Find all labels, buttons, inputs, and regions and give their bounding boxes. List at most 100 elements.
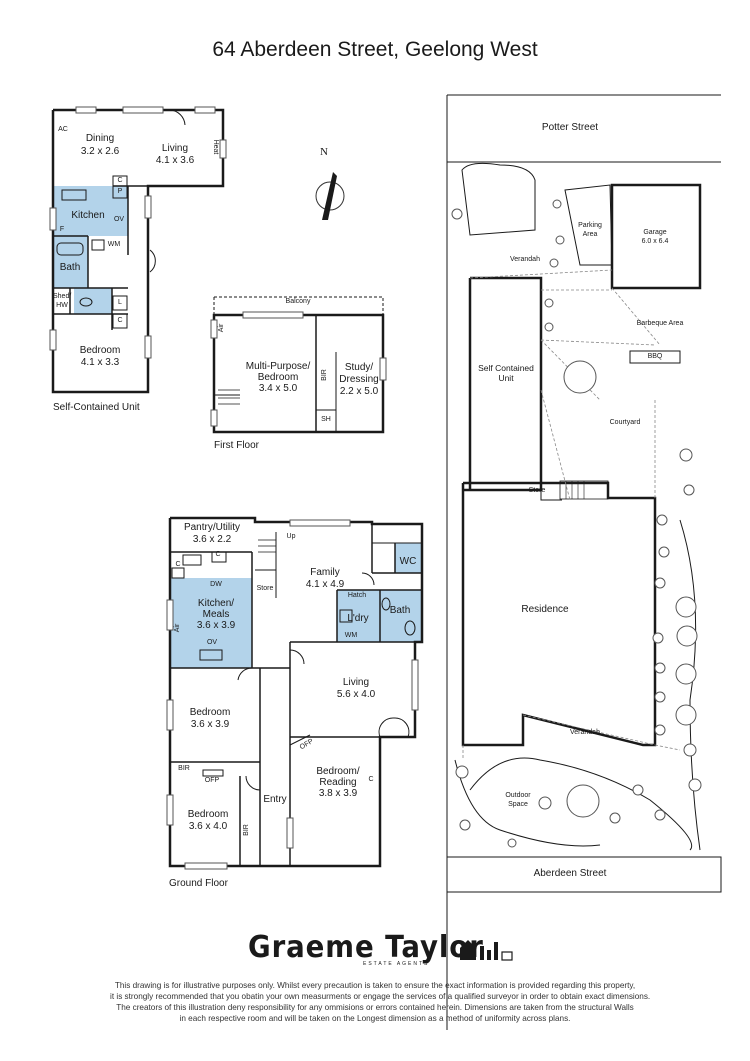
scu-p-label: P xyxy=(117,188,123,195)
self-contained-unit-plan xyxy=(51,108,225,394)
scu-living-size: 4.1 x 3.6 xyxy=(155,155,195,166)
gf-entry-label: Entry xyxy=(263,794,287,805)
gf-family-size: 4.1 x 4.9 xyxy=(305,579,345,590)
north-label: N xyxy=(320,146,328,158)
gf-living-label: Living xyxy=(342,677,370,688)
gf-family-label: Family xyxy=(310,567,340,578)
ff-shower-label: SH xyxy=(321,416,331,423)
ff-bir-label: BIR xyxy=(321,369,328,381)
scu-hw-label: HW xyxy=(56,302,68,309)
site-residence-label: Residence xyxy=(521,604,569,615)
site-plan xyxy=(446,94,722,1030)
site-garage-size: 6.0 x 6.4 xyxy=(641,238,669,245)
north-arrow-icon xyxy=(315,172,345,220)
wc-wet-area xyxy=(395,543,422,573)
disclaimer: This drawing is for illustrative purpose… xyxy=(110,980,651,1024)
gf-bedroom2-label: Bedroom xyxy=(187,809,229,820)
agency-logo-subtitle: ESTATE AGENTS xyxy=(363,961,430,967)
gf-bedroom1-size: 3.6 x 3.9 xyxy=(190,719,230,730)
scu-dining-label: Dining xyxy=(85,133,115,144)
gf-c1-label: C xyxy=(175,561,181,568)
ff-caption: First Floor xyxy=(214,440,259,451)
agency-logo-name: Graeme Taylor xyxy=(248,930,484,965)
gf-pantry-label: Pantry/Utility xyxy=(183,522,241,533)
scu-caption: Self-Contained Unit xyxy=(53,402,140,413)
gf-oven-label: OV xyxy=(206,639,218,646)
site-outdoor-label: Outdoor xyxy=(505,792,531,799)
scu-c2-label: C xyxy=(117,317,123,324)
site-courtyard-label: Courtyard xyxy=(609,419,641,426)
disclaimer-line: in each respective room and will be take… xyxy=(179,1014,571,1023)
site-barbeque-area-label: Barbeque Area xyxy=(636,320,684,327)
site-verandah2-label: Verandah xyxy=(570,729,600,736)
ff-study-label: Study/ xyxy=(344,362,374,373)
gf-caption: Ground Floor xyxy=(169,878,228,889)
disclaimer-line: The creators of this illustration deny r… xyxy=(116,1003,634,1012)
site-aberdeen-street-label: Aberdeen Street xyxy=(533,868,607,879)
gf-meals-label: Meals xyxy=(202,609,230,620)
gf-bedroom2-size: 3.6 x 4.0 xyxy=(188,821,228,832)
gf-bath-label: Bath xyxy=(389,605,411,616)
gf-pantry-size: 3.6 x 2.2 xyxy=(192,534,232,545)
gf-air-label: Air xyxy=(174,623,181,633)
gf-laundry-label: L'dry xyxy=(347,613,369,624)
scu-l-label: L xyxy=(118,299,122,306)
scu-dining-size: 3.2 x 2.6 xyxy=(80,146,120,157)
ff-dressing-label: Dressing xyxy=(339,374,379,385)
scu-living-label: Living xyxy=(161,143,189,154)
site-scu2-label: Unit xyxy=(498,373,514,383)
scu-kitchen-label: Kitchen xyxy=(71,210,105,221)
ff-study-size: 2.2 x 5.0 xyxy=(339,386,379,397)
site-parking-label: Parking xyxy=(578,222,602,229)
scu-wm-label: WM xyxy=(107,241,121,248)
scu-shed-label: Shed/ xyxy=(53,293,72,300)
gf-kitchen-size: 3.6 x 3.9 xyxy=(196,620,236,631)
gf-wm-label: WM xyxy=(344,632,358,639)
gf-c3-label: C xyxy=(368,776,374,783)
kitchen-meals-wet-area xyxy=(170,578,252,668)
gf-living-size: 5.6 x 4.0 xyxy=(336,689,376,700)
disclaimer-line: This drawing is for illustrative purpose… xyxy=(114,981,636,990)
gf-kitchen-label: Kitchen/ xyxy=(197,598,235,609)
ff-bedroom-label: Bedroom xyxy=(257,372,299,383)
site-garage-label: Garage xyxy=(643,229,667,236)
gf-store-label: Store xyxy=(256,585,274,592)
gf-c2-label: C xyxy=(215,551,221,558)
scu-c1-label: C xyxy=(117,177,123,184)
gf-reading1-label: Bedroom/ xyxy=(316,766,360,777)
site-scu1-label: Self Contained xyxy=(478,363,534,373)
scu-fridge-label: F xyxy=(59,226,65,233)
agency-logo: Graeme Taylor ESTATE AGENTS xyxy=(248,930,513,970)
scu-bath-label: Bath xyxy=(59,262,81,273)
site-space-label: Space xyxy=(508,801,528,808)
ff-multipurpose-label: Multi-Purpose/ xyxy=(245,361,311,372)
gf-hatch-label: Hatch xyxy=(347,592,367,599)
ground-floor-plan xyxy=(168,516,424,868)
ff-balcony-label: Balcony xyxy=(285,298,311,305)
site-trees xyxy=(451,199,702,848)
disclaimer-line: it is strongly recommended that you obat… xyxy=(110,992,651,1001)
ff-air-label: Air xyxy=(218,323,225,333)
site-verandah1-label: Verandah xyxy=(510,256,540,263)
property-address-title: 64 Aberdeen Street, Geelong West xyxy=(212,38,538,61)
gf-bir2-label: BIR xyxy=(243,824,250,836)
site-potter-street-label: Potter Street xyxy=(541,122,599,133)
gf-reading-size: 3.8 x 3.9 xyxy=(318,788,358,799)
gf-wc-label: WC xyxy=(399,556,417,567)
gf-dishwasher-label: DW xyxy=(210,581,222,588)
scu-kitchen-wet-area xyxy=(53,186,128,236)
site-dashed-lines xyxy=(462,269,681,760)
site-area-label: Area xyxy=(582,231,598,238)
gf-bedroom1-label: Bedroom xyxy=(189,707,231,718)
ff-multipurpose-size: 3.4 x 5.0 xyxy=(258,383,298,394)
gf-bir1-label: BIR xyxy=(178,765,190,772)
house-logo-icon xyxy=(460,940,513,961)
gf-reading2-label: Reading xyxy=(319,777,357,788)
scu-bedroom-label: Bedroom xyxy=(79,345,121,356)
site-bbq-label: BBQ xyxy=(647,353,663,360)
site-store-label: Store xyxy=(528,487,546,494)
scu-bedroom-size: 4.1 x 3.3 xyxy=(80,357,120,368)
gf-ofp1-label: OFP xyxy=(204,777,220,784)
scu-heat-label: Heat xyxy=(212,139,219,155)
